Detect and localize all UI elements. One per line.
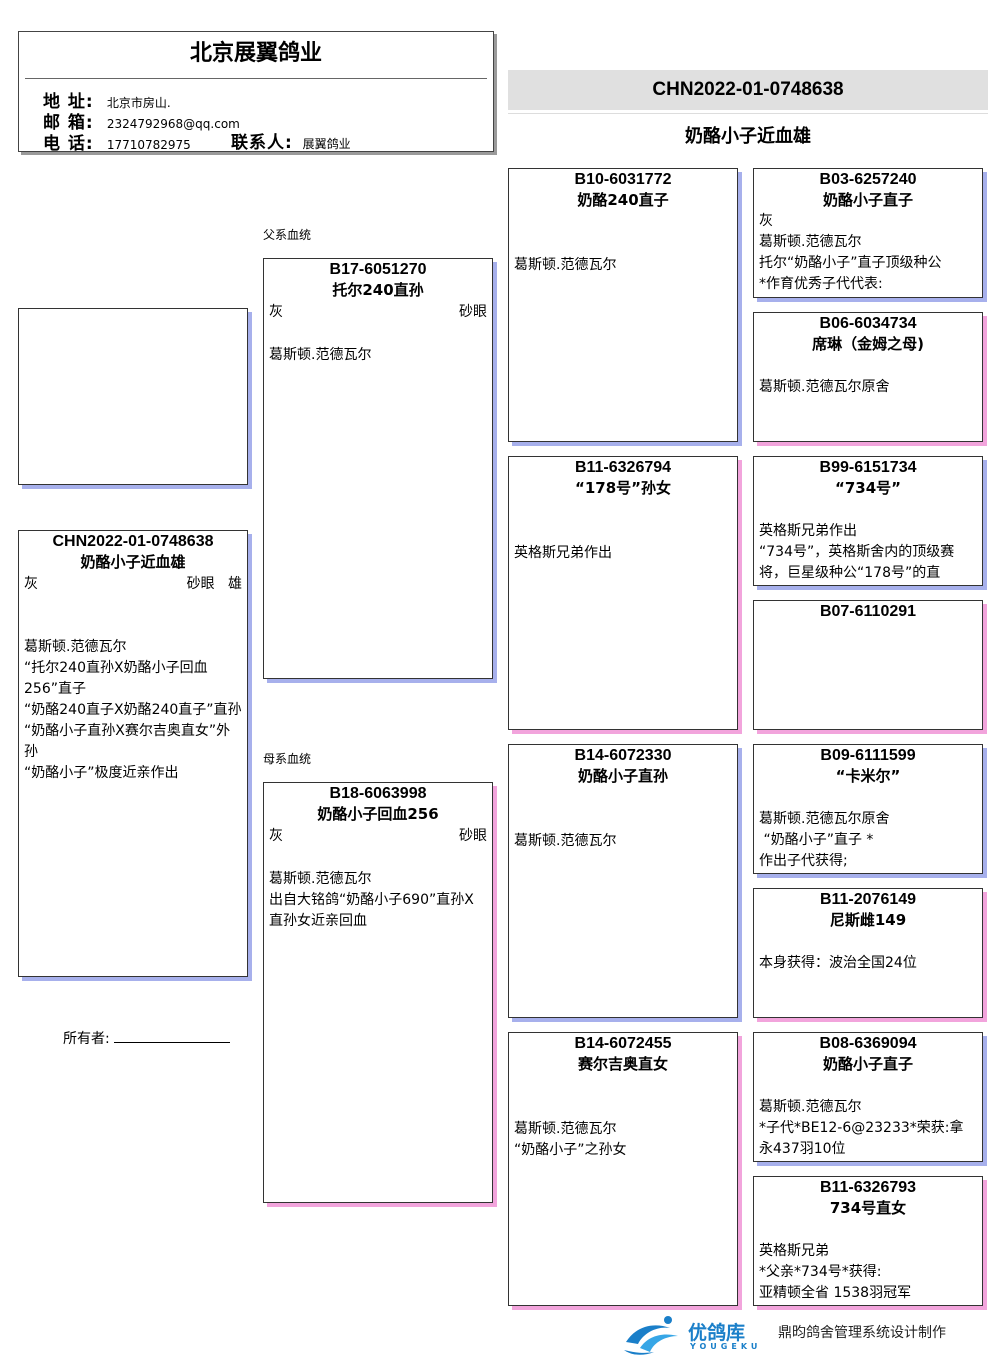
email-label: 邮 箱: [43, 113, 94, 133]
subject-ring: CHN2022-01-0748638 [52, 533, 214, 550]
breeder-title: 北京展翼鸽业 [189, 41, 322, 66]
grandsire-maternal-name: 奶酪小子直孙 [577, 767, 668, 785]
dam-ring: B18-6063998 [329, 785, 427, 802]
great-grandparent-ring: B06-6034734 [819, 315, 917, 332]
sire-card: B17-6051270 托尔240直孙 灰 砂眼 葛斯顿.范德瓦尔 [263, 258, 493, 679]
great-grandparent-card: B11-6326793 734号直女 英格斯兄弟 *父亲*734号*获得: 亚精… [753, 1176, 983, 1306]
contact-row: 联系人: 展翼鸽业 [231, 128, 351, 152]
subject-eye: 砂眼 [186, 576, 215, 592]
breeder-header: 北京展翼鸽业 地 址: 北京市房山. 邮 箱: 2324792968@qq.co… [18, 31, 494, 152]
sire-section-label: 父系血统 [263, 228, 312, 242]
great-grandparent-notes: 本身获得：波治全国24位 [759, 955, 917, 971]
grandsire-maternal-notes: 葛斯顿.范德瓦尔 [514, 833, 617, 849]
great-grandparent-card: B09-6111599 “卡米尔” 葛斯顿.范德瓦尔原舍 “奶酪小子”直子 * … [753, 744, 983, 874]
owner-label: 所有者: [63, 1031, 110, 1047]
grandsire-paternal-card: B10-6031772 奶酪240直子 葛斯顿.范德瓦尔 [508, 168, 738, 442]
great-grandparent-name: 席琳（金姆之母) [812, 335, 924, 353]
phone-row: 电 话: 17710782975 [43, 129, 191, 152]
email-value: 2324792968@qq.com [106, 117, 240, 131]
phone-value: 17710782975 [106, 138, 191, 152]
grandsire-paternal-notes: 葛斯顿.范德瓦尔 [514, 257, 617, 273]
granddam-maternal-notes: 葛斯顿.范德瓦尔 “奶酪小子”之孙女 [514, 1121, 627, 1158]
great-grandparent-notes: 葛斯顿.范德瓦尔原舍 “奶酪小子”直子 * 作出子代获得; [759, 811, 890, 869]
great-grandparent-card: B03-6257240 奶酪小子直子 灰 葛斯顿.范德瓦尔 托尔“奶酪小子”直子… [753, 168, 983, 298]
owner-blank-line [113, 1028, 230, 1043]
subject-pigeon-card: CHN2022-01-0748638 奶酪小子近血雄 灰 砂眼 雄 葛斯顿.范德… [18, 530, 248, 977]
granddam-maternal-ring: B14-6072455 [574, 1035, 672, 1052]
sire-color: 灰 [269, 304, 283, 320]
address-label: 地 址: [43, 92, 94, 112]
granddam-paternal-ring: B11-6326794 [574, 459, 672, 476]
great-grandparent-notes: 葛斯顿.范德瓦尔原舍 [759, 379, 890, 395]
great-grandparent-card: B07-6110291 [753, 600, 983, 730]
owner-field: 所有者: [63, 1028, 230, 1048]
phone-label: 电 话: [43, 134, 94, 152]
dam-card: B18-6063998 奶酪小子回血256 灰 砂眼 葛斯顿.范德瓦尔 出自大铭… [263, 782, 493, 1203]
great-grandparent-name: 734号直女 [829, 1199, 907, 1217]
great-grandparent-name: 奶酪小子直子 [822, 1055, 913, 1073]
dam-attributes: 灰 砂眼 [264, 825, 492, 847]
great-grandparent-ring: B99-6151734 [819, 459, 917, 476]
dam-eye: 砂眼 [459, 828, 487, 844]
granddam-maternal-name: 赛尔吉奥直女 [577, 1055, 668, 1073]
great-grandparent-card: B08-6369094 奶酪小子直子 葛斯顿.范德瓦尔 *子代*BE12-6@2… [753, 1032, 983, 1162]
great-grandparent-card: B99-6151734 “734号” 英格斯兄弟作出 “734号”，英格斯舍内的… [753, 456, 983, 586]
brand-name: 优鸽库 [688, 1322, 746, 1344]
great-grandparent-color: 灰 [759, 213, 773, 229]
system-credit: 鼎昀鸽舍管理系统设计制作 [778, 1325, 946, 1341]
sire-ring: B17-6051270 [329, 261, 427, 278]
pigeon-photo-frame [18, 308, 248, 485]
cert-ring-banner: CHN2022-01-0748638 [508, 70, 988, 110]
grandsire-maternal-ring: B14-6072330 [574, 747, 672, 764]
subject-sex: 雄 [228, 576, 242, 592]
contact-value: 展翼鸽业 [302, 137, 351, 151]
great-grandparent-ring: B03-6257240 [819, 171, 917, 188]
granddam-paternal-notes: 英格斯兄弟作出 [514, 545, 612, 561]
great-grandparent-ring: B09-6111599 [820, 747, 916, 764]
great-grandparent-name: “卡米尔” [835, 767, 901, 785]
great-grandparent-ring: B07-6110291 [819, 603, 917, 620]
dam-section-label: 母系血统 [263, 752, 312, 766]
great-grandparent-notes: 葛斯顿.范德瓦尔 托尔“奶酪小子”直子顶级种公 *作育优秀子代代表: [759, 234, 942, 292]
swirl-logo-icon [624, 1316, 678, 1355]
address-row: 地 址: 北京市房山. [43, 87, 171, 112]
banner-divider [508, 113, 988, 114]
subject-name: 奶酪小子近血雄 [80, 553, 186, 571]
sire-eye: 砂眼 [459, 304, 487, 320]
sire-name: 托尔240直孙 [332, 281, 424, 299]
grandsire-maternal-card: B14-6072330 奶酪小子直孙 葛斯顿.范德瓦尔 [508, 744, 738, 1018]
cert-pigeon-name: 奶酪小子近血雄 [685, 126, 811, 147]
great-grandparent-ring: B11-6326793 [819, 1179, 917, 1196]
dam-notes: 葛斯顿.范德瓦尔 出自大铭鸽“奶酪小子690”直孙X直孙女近亲回血 [269, 871, 474, 929]
footer-brand: 优鸽库 YOUGEKU 鼎昀鸽舍管理系统设计制作 [620, 1312, 1000, 1358]
great-grandparent-card: B06-6034734 席琳（金姆之母) 葛斯顿.范德瓦尔原舍 [753, 312, 983, 442]
address-value: 北京市房山. [106, 96, 171, 110]
dam-color: 灰 [269, 828, 283, 844]
great-grandparent-name: “734号” [834, 479, 902, 497]
sire-notes: 葛斯顿.范德瓦尔 [269, 347, 372, 363]
dam-name: 奶酪小子回血256 [317, 805, 439, 823]
great-grandparent-ring: B11-2076149 [819, 891, 917, 908]
subject-attributes: 灰 砂眼 雄 [19, 573, 247, 595]
great-grandparent-ring: B08-6369094 [819, 1035, 917, 1052]
grandsire-paternal-ring: B10-6031772 [574, 171, 672, 188]
subject-notes: 葛斯顿.范德瓦尔 “托尔240直孙X奶酪小子回血256”直子 “奶酪240直子X… [24, 639, 242, 781]
email-row: 邮 箱: 2324792968@qq.com [43, 108, 240, 133]
granddam-maternal-card: B14-6072455 赛尔吉奥直女 葛斯顿.范德瓦尔 “奶酪小子”之孙女 [508, 1032, 738, 1306]
granddam-paternal-card: B11-6326794 “178号”孙女 英格斯兄弟作出 [508, 456, 738, 730]
subject-color: 灰 [24, 576, 38, 592]
header-divider [25, 78, 487, 79]
great-grandparent-card: B11-2076149 尼斯雌149 本身获得：波治全国24位 [753, 888, 983, 1018]
contact-label: 联系人: [231, 133, 293, 152]
brand-name-latin: YOUGEKU [690, 1342, 762, 1351]
grandsire-paternal-name: 奶酪240直子 [577, 191, 669, 209]
sire-attributes: 灰 砂眼 [264, 301, 492, 323]
great-grandparent-notes: 英格斯兄弟作出 “734号”，英格斯舍内的顶级赛将，巨星级种公“178号”的直 [759, 523, 955, 581]
great-grandparent-notes: 英格斯兄弟 *父亲*734号*获得: 亚精顿全省 1538羽冠军 [759, 1243, 912, 1301]
great-grandparent-name: 尼斯雌149 [829, 911, 907, 929]
granddam-paternal-name: “178号”孙女 [574, 479, 672, 497]
great-grandparent-name: 奶酪小子直子 [822, 191, 913, 209]
great-grandparent-notes: 葛斯顿.范德瓦尔 *子代*BE12-6@23233*荣获:拿永437羽10位 [759, 1099, 964, 1157]
